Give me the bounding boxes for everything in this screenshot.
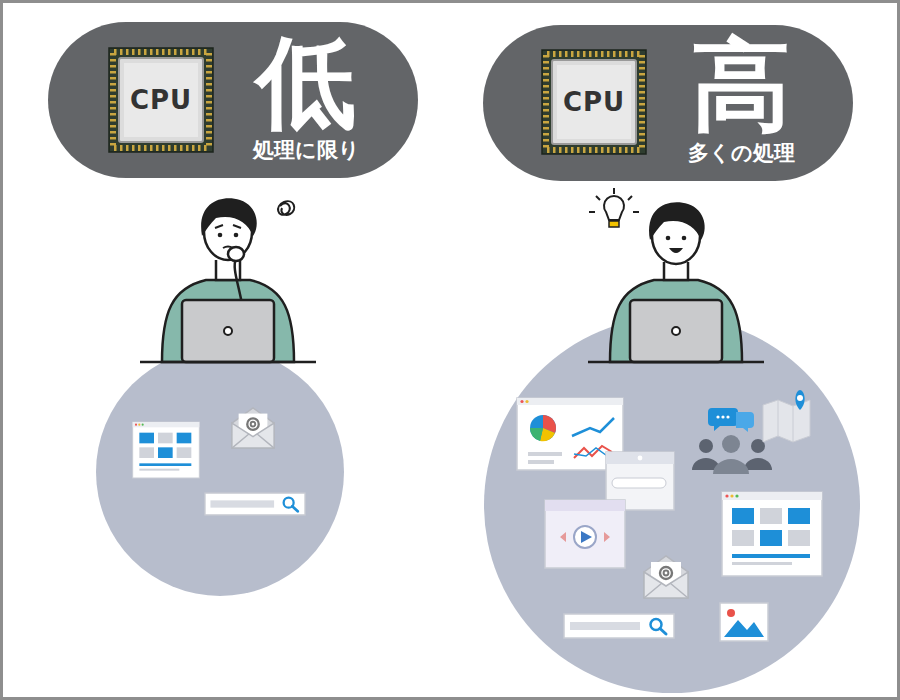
task-circle: [96, 348, 344, 596]
search-bar-icon: [205, 493, 305, 515]
search-bar-icon: [564, 614, 674, 638]
task-circle: [484, 317, 860, 693]
people-chat-icon: [692, 408, 772, 474]
web-window-icon: [133, 422, 200, 478]
lightbulb: [589, 188, 639, 227]
level-caption: 多くの処理: [688, 140, 795, 167]
mail-icon: [232, 408, 274, 448]
chip-label: CPU: [108, 47, 214, 153]
video-window-icon: [545, 500, 625, 568]
level-caption: 処理に限り: [253, 137, 360, 164]
worried-person: [140, 198, 316, 362]
happy-person: [588, 202, 764, 362]
cpu-chip-box: CPU: [108, 47, 214, 153]
level-heading: 高: [691, 33, 791, 138]
map-icon: [763, 390, 810, 442]
chip-label: CPU: [541, 49, 647, 155]
web-window-icon: [722, 492, 822, 576]
image-icon: [720, 603, 768, 641]
cpu-chip-box: CPU: [541, 49, 647, 155]
level-heading: 低: [256, 30, 356, 135]
mail-icon: [644, 556, 688, 598]
cpu-level-badge: 高多くの処理 CPU: [483, 25, 853, 181]
cpu-level-badge: 低処理に限り CPU: [48, 22, 418, 178]
